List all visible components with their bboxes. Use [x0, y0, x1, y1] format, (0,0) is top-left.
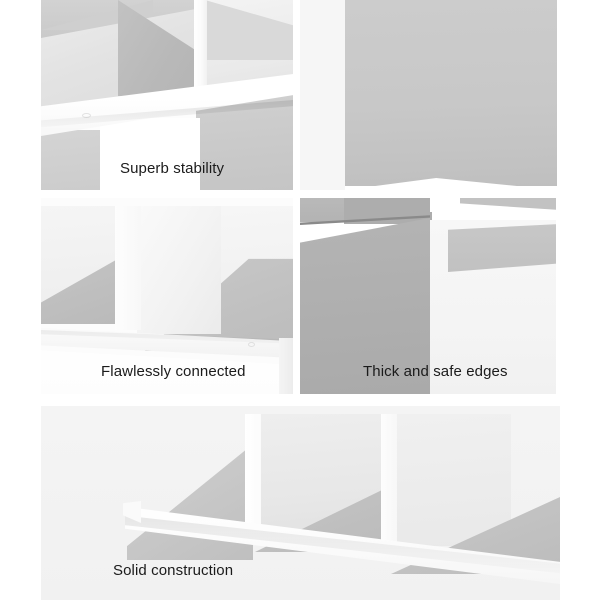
divider-board-left: [245, 414, 261, 542]
panel-superb-stability: [0, 0, 293, 190]
centre-divider-edge: [115, 206, 141, 330]
divider-board-right: [381, 414, 397, 556]
panel-solid-construction: [41, 406, 560, 600]
panel-right-margin: [557, 0, 560, 190]
caption-thick-and-safe-edges: Thick and safe edges: [363, 363, 508, 380]
panel-flawlessly-connected: [41, 198, 293, 394]
panel-left-margin: [0, 0, 41, 190]
lower-right-cubby: [196, 94, 293, 190]
screw-hole: [248, 342, 255, 347]
right-cubby-back-wall: [391, 414, 511, 546]
caption-superb-stability: Superb stability: [120, 160, 225, 177]
centre-divider-face: [137, 206, 221, 334]
left-board-face: [300, 218, 430, 394]
screw-hole: [82, 113, 91, 118]
vertical-divider-board: [194, 0, 207, 90]
lower-divider-board: [100, 118, 200, 190]
panel-thick-and-safe-edges: [300, 198, 560, 394]
thick-edge-highlight-line: [300, 215, 430, 226]
right-board-shadow-band: [448, 224, 560, 272]
caption-solid-construction: Solid construction: [113, 562, 234, 579]
panel-side-panel-closeup: [300, 0, 560, 190]
lower-left-cubby: [41, 130, 105, 190]
caption-flawlessly-connected: Flawlessly connected: [101, 363, 246, 380]
large-grey-side-panel: [345, 0, 557, 186]
right-side-edge: [279, 338, 293, 394]
panel-left-margin: [300, 0, 345, 190]
panel-right-margin: [556, 198, 560, 394]
